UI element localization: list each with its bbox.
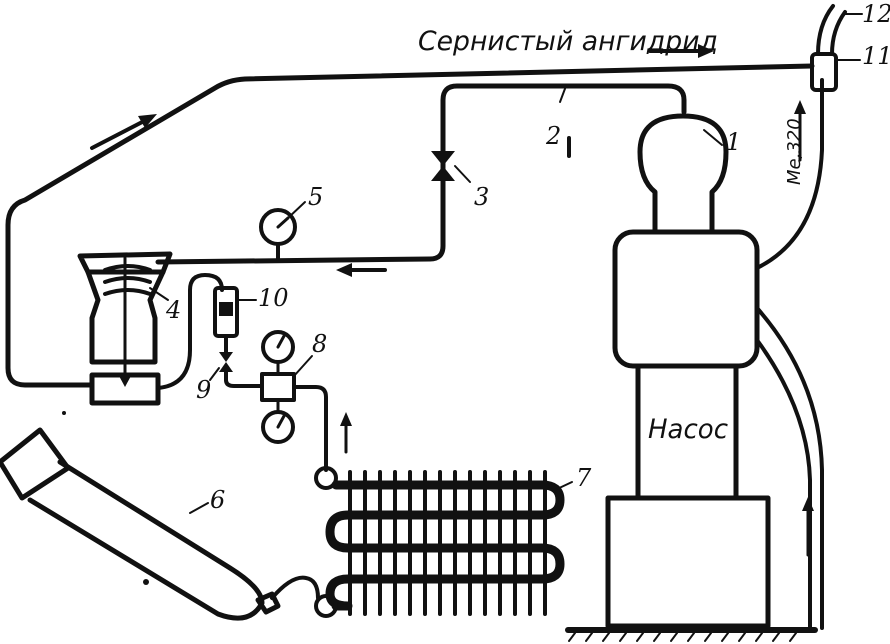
- label-4: 4: [165, 296, 181, 324]
- label-7: 7: [576, 464, 592, 492]
- pump-branch-pipe: [155, 83, 687, 265]
- flow-arrow-upright: [90, 114, 157, 150]
- flow-arrow-up-right: [794, 100, 806, 162]
- flow-arrow-up-coil: [340, 412, 352, 454]
- tube-12: [816, 4, 847, 56]
- label-2: 2: [545, 122, 561, 150]
- return-hose: [755, 306, 824, 630]
- label-3: 3: [474, 183, 489, 211]
- dot-marker-2: [62, 411, 66, 415]
- gauge-lower: [261, 410, 295, 444]
- floor-hatch: [568, 632, 797, 642]
- label-9: 9: [196, 376, 211, 404]
- valve-9: [219, 352, 264, 388]
- filter-10: [213, 286, 239, 360]
- return-hose-inner: [755, 338, 812, 630]
- pump-base: [605, 495, 771, 629]
- flow-arrow-right-top: [648, 44, 714, 58]
- flow-arrow-left: [336, 263, 387, 277]
- label-8: 8: [312, 330, 327, 358]
- label-1: 1: [726, 128, 741, 156]
- manifold-8: [260, 330, 328, 472]
- label-5: 5: [308, 183, 323, 211]
- label-6: 6: [210, 486, 225, 514]
- valve-3: [431, 151, 455, 181]
- leader-lines: [149, 13, 863, 514]
- filter-loop-pipe: [156, 273, 224, 390]
- outlet-hose: [755, 78, 824, 270]
- so2-main-pipe: [5, 63, 815, 388]
- pump-label: Насос: [648, 414, 728, 445]
- dot-marker: [143, 579, 149, 585]
- pump-dome-1: [637, 113, 729, 235]
- pump-assembly: [565, 113, 818, 642]
- gauge-upper: [261, 330, 295, 364]
- pipe-material-label: Ме,320: [784, 118, 805, 185]
- pump-body: [612, 229, 760, 369]
- label-12: 12: [862, 0, 890, 28]
- diagram-title: Сернистый ангидрид: [418, 26, 718, 57]
- regulator-4: [77, 251, 173, 406]
- gas-cylinder-6: [0, 427, 320, 621]
- label-10: 10: [258, 284, 289, 312]
- fitting-11: [810, 52, 838, 92]
- coil-condenser-7: [314, 466, 565, 618]
- label-11: 11: [862, 42, 890, 70]
- pressure-gauge-5: [259, 208, 297, 261]
